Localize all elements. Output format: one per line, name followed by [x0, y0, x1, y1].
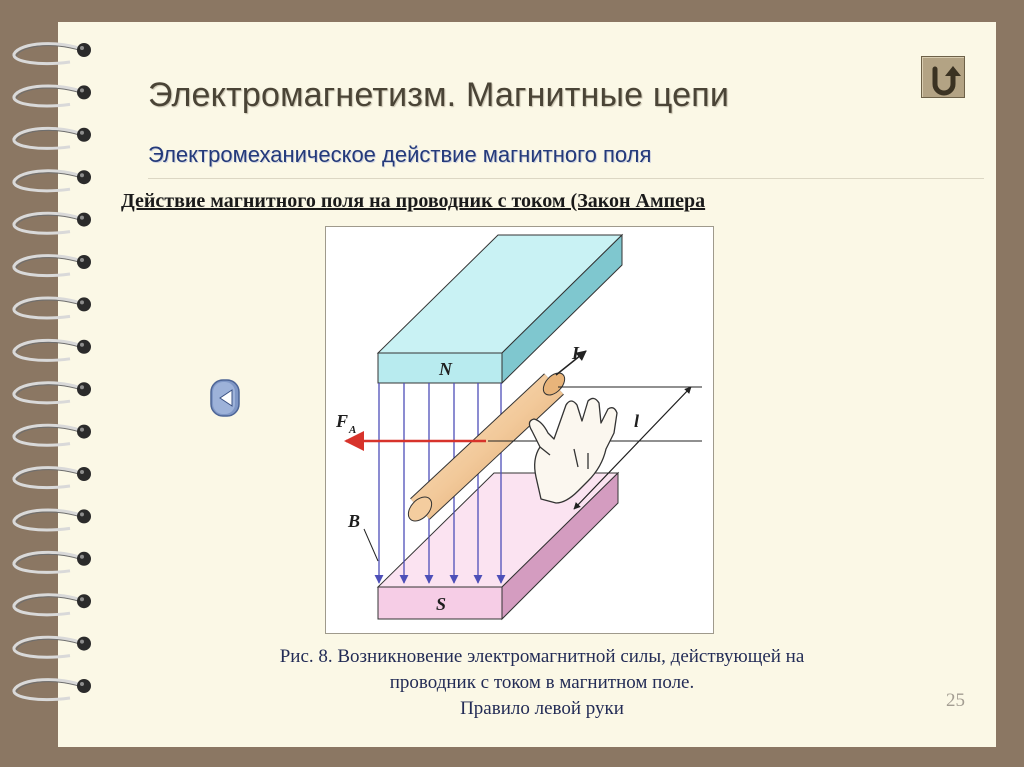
south-magnet: [376, 471, 620, 621]
figure-illustration: N S I l F A B: [335, 233, 702, 621]
slide-subtitle: Электромеханическое действие магнитного …: [148, 142, 652, 167]
figure-ampere-law: N S I l F A B: [325, 226, 714, 634]
spiral-ring: [12, 423, 91, 447]
label-field: B: [347, 511, 360, 531]
label-force-subscript: A: [348, 424, 356, 436]
label-length: l: [634, 411, 639, 431]
north-magnet: [376, 233, 624, 385]
triangle-left-icon: [210, 379, 240, 417]
spiral-ring: [12, 338, 91, 362]
left-hand-icon: [528, 397, 618, 504]
conductor-rod: [407, 372, 566, 522]
label-current: I: [571, 343, 580, 363]
spiral-ring: [12, 42, 91, 66]
label-north: N: [438, 359, 453, 379]
return-arrow-icon: [932, 66, 961, 96]
label-force: F: [335, 411, 348, 431]
spiral-ring: [12, 296, 91, 320]
caption-line: Рис. 8. Возникновение электромагнитной с…: [279, 646, 805, 667]
spiral-ring: [12, 254, 91, 278]
home-button[interactable]: [921, 56, 965, 98]
back-button[interactable]: [210, 379, 240, 417]
page-number: 25: [946, 690, 965, 711]
spiral-ring: [12, 635, 91, 659]
spiral-ring: [12, 550, 91, 574]
notebook-spiral-binding: [12, 42, 91, 702]
spiral-ring: [12, 126, 91, 150]
caption-line: Правило левой руки: [460, 698, 624, 719]
spiral-ring: [12, 381, 91, 405]
spiral-ring: [12, 211, 91, 235]
field-pointer: [363, 528, 379, 562]
current-arrow: [555, 350, 587, 376]
spiral-ring: [12, 508, 91, 532]
spiral-ring: [12, 84, 91, 108]
caption-line: проводник с током в магнитном поле.: [389, 672, 695, 693]
spiral-ring: [12, 466, 91, 490]
divider: [148, 178, 984, 179]
spiral-ring: [12, 678, 91, 702]
spiral-ring: [12, 593, 91, 617]
slide-title: Электромагнетизм. Магнитные цепи: [148, 76, 730, 114]
section-heading: Действие магнитного поля на проводник с …: [121, 190, 706, 212]
label-south: S: [436, 594, 446, 614]
spiral-ring: [12, 169, 91, 193]
figure-caption: Рис. 8. Возникновение электромагнитной с…: [212, 644, 872, 722]
